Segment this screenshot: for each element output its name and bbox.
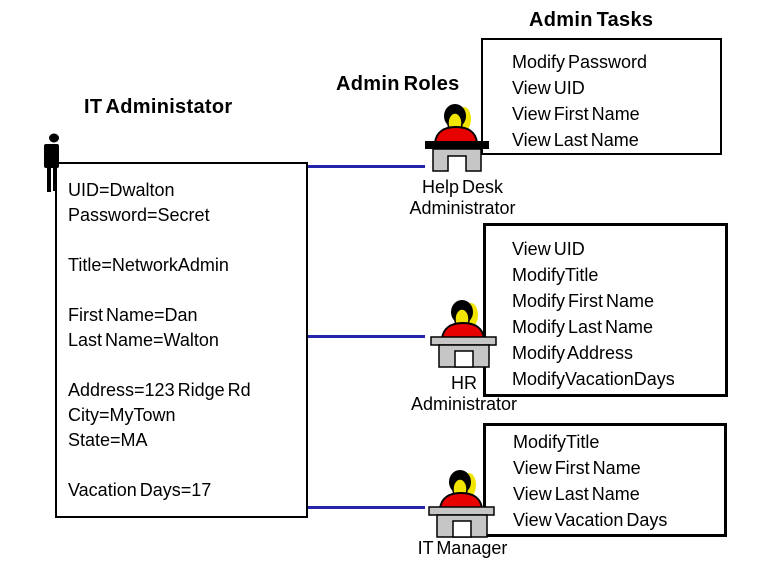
- role-name-line: Help Desk: [421, 177, 504, 197]
- task-item: ModifyVacationDays: [512, 369, 675, 389]
- user-attribute-line: Vacation Days=17: [68, 480, 212, 500]
- user-attribute-line: [68, 353, 302, 378]
- user-attribute-line: Last Name=Walton: [68, 330, 219, 350]
- user-attribute-line: [68, 453, 302, 478]
- connector-line-hr: [308, 335, 425, 338]
- task-item: View Last Name: [512, 130, 639, 150]
- user-attribute-line: UID=Dwalton: [68, 180, 175, 200]
- it-administator-heading: IT Administator: [84, 96, 233, 118]
- task-item: View Last Name: [513, 484, 640, 504]
- hr-person-at-desk-icon: [430, 300, 497, 368]
- user-attribute-line: State=MA: [68, 430, 148, 450]
- task-item: Modify First Name: [512, 291, 655, 311]
- task-item: Modify Password: [512, 52, 648, 72]
- role-name-line: Administrator: [410, 394, 518, 414]
- task-item: View UID: [512, 239, 585, 259]
- role-name-line: IT Manager: [417, 538, 508, 558]
- user-attribute-line: Address=123 Ridge Rd: [68, 380, 251, 400]
- user-attribute-line: [68, 278, 302, 303]
- admin-roles-heading: Admin Roles: [336, 73, 460, 95]
- it-manager-person-at-desk-icon: [428, 470, 495, 538]
- it-manager-label: IT Manager: [385, 538, 540, 559]
- role-name-line: HR: [451, 373, 477, 393]
- role-name-line: Administrator: [409, 198, 516, 218]
- connector-line-help-desk: [308, 165, 425, 168]
- admin-tasks-heading: Admin Tasks: [529, 9, 654, 31]
- task-item: ModifyTitle: [512, 265, 599, 285]
- user-attribute-line: First Name=Dan: [68, 305, 198, 325]
- user-attribute-line: Title=NetworkAdmin: [68, 255, 229, 275]
- standing-person-icon: [44, 133, 59, 192]
- task-item: Modify Last Name: [512, 317, 654, 337]
- connector-line-it-manager: [306, 506, 425, 509]
- task-item: ModifyTitle: [513, 432, 600, 452]
- user-attribute-line: [68, 228, 302, 253]
- task-item: Modify Address: [512, 343, 634, 363]
- user-attribute-line: Password=Secret: [68, 205, 210, 225]
- task-item: View UID: [512, 78, 585, 98]
- user-attribute-line: City=MyTown: [68, 405, 176, 425]
- task-item: View First Name: [512, 104, 640, 124]
- help-desk-person-at-desk-icon: [425, 104, 489, 172]
- task-item: View First Name: [513, 458, 641, 478]
- task-item: View Vacation Days: [513, 510, 668, 530]
